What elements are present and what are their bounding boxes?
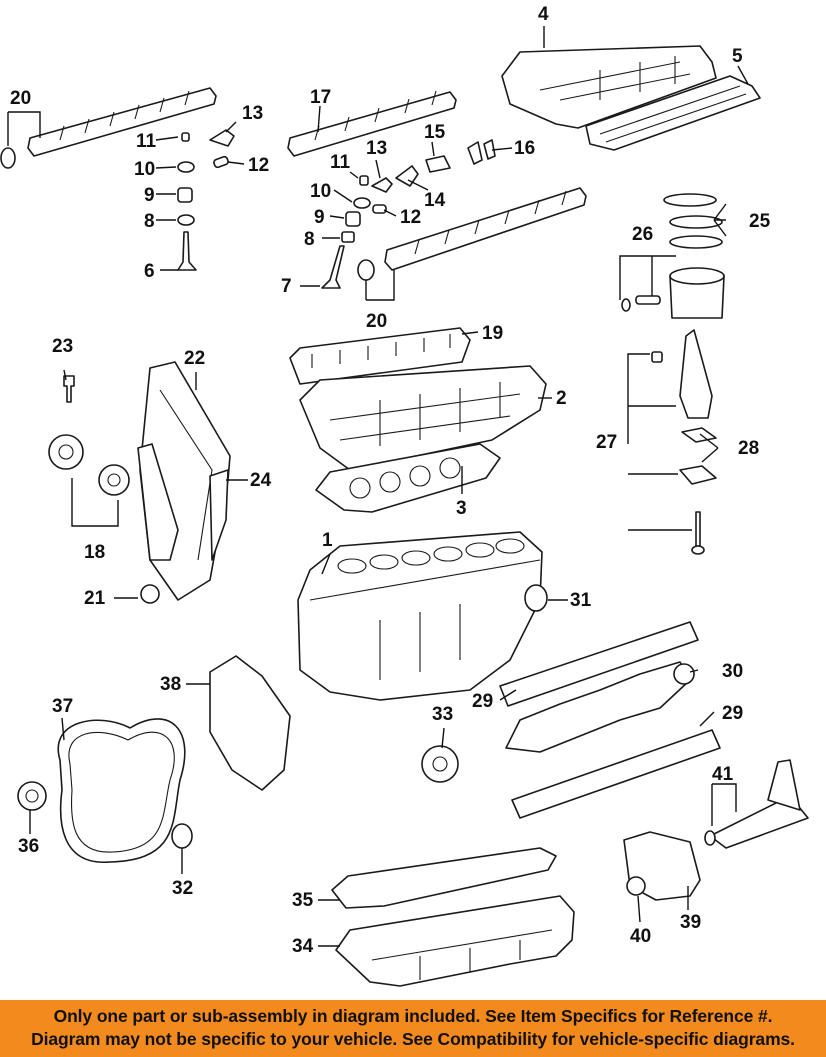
callout-7: 7 <box>281 276 292 297</box>
disclaimer-banner: Only one part or sub-assembly in diagram… <box>0 1000 826 1057</box>
vibration-damper <box>421 745 459 783</box>
callout-35: 35 <box>292 890 314 911</box>
callout-3: 3 <box>456 498 467 519</box>
disclaimer-line-2: Diagram may not be specific to your vehi… <box>31 1029 795 1049</box>
callout-37: 37 <box>52 696 73 717</box>
callout-4: 4 <box>538 4 549 25</box>
timing-chain-assembly <box>48 361 231 604</box>
callout-17: 17 <box>310 87 331 108</box>
engine-parts-diagram: 1 2 3 4 5 6 7 8 8 9 9 10 10 11 11 12 12 … <box>0 4 809 987</box>
callout-36: 36 <box>18 836 39 857</box>
callout-26: 26 <box>632 224 653 245</box>
callout-1: 1 <box>322 530 333 551</box>
callout-11-center: 11 <box>330 152 351 173</box>
callout-14: 14 <box>424 190 446 211</box>
callout-6: 6 <box>144 261 155 282</box>
callout-31: 31 <box>570 590 592 611</box>
callout-34: 34 <box>292 936 314 957</box>
callout-labels: 1 2 3 4 5 6 7 8 8 9 9 10 10 11 11 12 12 … <box>10 4 771 957</box>
oil-pan <box>331 847 575 987</box>
piston-and-rod <box>621 193 725 555</box>
callout-29-top: 29 <box>472 691 493 712</box>
callout-21: 21 <box>84 588 106 609</box>
callout-8-center: 8 <box>304 229 315 250</box>
valve-train-left <box>177 129 235 271</box>
callout-18: 18 <box>84 542 105 563</box>
engine-block <box>297 531 543 701</box>
callout-24: 24 <box>250 470 272 491</box>
callout-8-left: 8 <box>144 211 155 232</box>
disclaimer-line-1: Only one part or sub-assembly in diagram… <box>53 1006 773 1026</box>
callout-2: 2 <box>556 388 567 409</box>
callout-22: 22 <box>184 348 205 369</box>
callout-9-center: 9 <box>314 207 325 228</box>
callout-30: 30 <box>722 661 743 682</box>
callout-38: 38 <box>160 674 181 695</box>
callout-13-left: 13 <box>242 103 263 124</box>
callout-32: 32 <box>172 878 193 899</box>
callout-29-bottom: 29 <box>722 703 743 724</box>
callout-13-center: 13 <box>366 138 387 159</box>
cylinder-head <box>289 327 547 513</box>
callout-27: 27 <box>596 432 617 453</box>
callout-19: 19 <box>482 323 503 344</box>
crankshaft-seal-rear <box>524 584 548 612</box>
callout-16: 16 <box>514 138 535 159</box>
callout-10-center: 10 <box>310 181 331 202</box>
callout-41: 41 <box>712 764 734 785</box>
callout-11-left: 11 <box>136 131 157 152</box>
callout-40: 40 <box>630 926 651 947</box>
valve-train-center <box>321 139 496 289</box>
callout-28: 28 <box>738 438 759 459</box>
callout-39: 39 <box>680 912 701 933</box>
front-cover-and-belt <box>17 655 291 863</box>
callout-23: 23 <box>52 336 73 357</box>
callout-12-left: 12 <box>248 155 269 176</box>
callout-5: 5 <box>732 46 743 67</box>
callout-9-left: 9 <box>144 185 155 206</box>
camshaft-center <box>287 90 587 281</box>
callout-33: 33 <box>432 704 453 725</box>
camshaft-left <box>0 87 217 169</box>
leader-lines <box>7 26 749 947</box>
callout-10-left: 10 <box>134 159 155 180</box>
oil-pump <box>623 759 809 901</box>
callout-20-center: 20 <box>366 311 387 332</box>
callout-15: 15 <box>424 122 446 143</box>
callout-20-left: 20 <box>10 88 31 109</box>
callout-25: 25 <box>749 211 771 232</box>
valve-cover <box>501 45 761 151</box>
callout-12-center: 12 <box>400 207 421 228</box>
crankshaft-and-bearings <box>499 621 721 819</box>
